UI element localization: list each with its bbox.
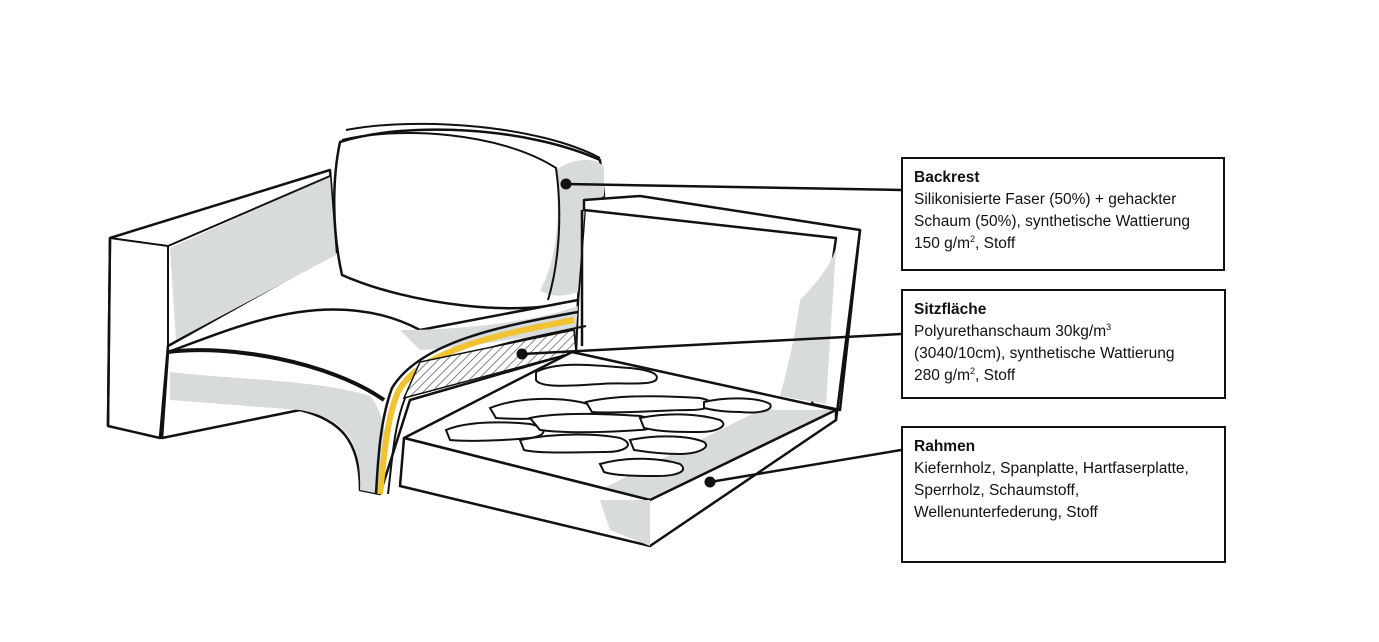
callout-frame-line-2: Sperrholz, Schaumstoff, — [914, 482, 1080, 499]
backrest-weight: 150 g/m — [914, 235, 971, 252]
callout-backrest-title: Backrest — [914, 169, 980, 186]
seat-weight: 280 g/m — [914, 367, 971, 384]
foam-layer — [402, 329, 577, 400]
padding-layer — [377, 317, 575, 495]
seat-density-exponent: 3 — [1106, 322, 1112, 332]
backrest-weight-exponent: 2 — [970, 234, 976, 244]
callout-seat-line-2: (3040/10cm), synthetische Wattierung — [914, 345, 1175, 362]
seat-weight-exponent: 2 — [970, 366, 976, 376]
leader-seat — [516, 332, 902, 360]
armrest — [106, 168, 338, 440]
callout-frame-line-1: Kiefernholz, Spanplatte, Hartfaserplatte… — [914, 460, 1189, 477]
seat-front-shade — [170, 372, 386, 494]
armrest-inner-shade — [170, 176, 336, 340]
base-right-shade — [600, 410, 836, 500]
callout-seat-line-1: Polyurethanschaum 30kg/m3 — [914, 321, 1213, 343]
callout-backrest: Backrest Silikonisierte Faser (50%) + ge… — [901, 157, 1225, 271]
panel-inner-shade — [780, 248, 836, 404]
callout-backrest-line-3: 150 g/m2, Stoff — [914, 233, 1212, 255]
callout-backrest-line-2: Schaum (50%), synthetische Wattierung — [914, 213, 1190, 230]
callout-frame-title: Rahmen — [914, 438, 976, 455]
spring-base — [398, 350, 838, 548]
wave-springs — [444, 363, 772, 478]
callout-frame-line-3: Wellenunterfederung, Stoff — [914, 504, 1098, 521]
callout-backrest-line-1: Silikonisierte Faser (50%) + gehackter — [914, 191, 1177, 208]
leader-backrest — [560, 178, 902, 192]
seat-material: , Stoff — [975, 367, 1016, 384]
marker-dot-frame — [704, 476, 716, 488]
seat-cushion — [160, 298, 587, 496]
leader-frame — [704, 448, 902, 488]
backrest-material: , Stoff — [975, 235, 1016, 252]
callout-seat: Sitzfläche Polyurethanschaum 30kg/m3 (30… — [901, 289, 1226, 399]
seat-top-shade — [400, 306, 578, 350]
callout-seat-line-3: 280 g/m2, Stoff — [914, 365, 1213, 387]
callout-seat-title: Sitzfläche — [914, 301, 987, 318]
backrest-cushion — [333, 122, 606, 310]
seat-foam-density: Polyurethanschaum 30kg/m — [914, 323, 1107, 340]
base-front-shade — [600, 500, 650, 546]
marker-dot-backrest — [560, 178, 572, 190]
marker-dot-seat — [516, 348, 528, 360]
callout-frame: Rahmen Kiefernholz, Spanplatte, Hartfase… — [901, 426, 1226, 563]
